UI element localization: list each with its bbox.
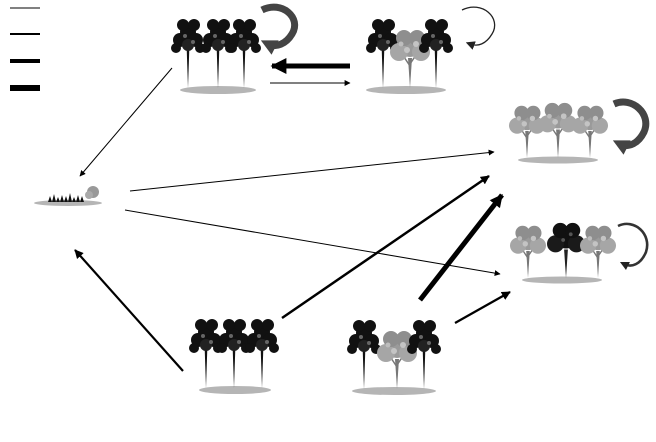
arrow-dark-mixed-to-open bbox=[74, 249, 184, 372]
arrow-open-to-grey-broadleaf bbox=[129, 149, 495, 192]
self-loop-light-icon bbox=[461, 6, 496, 50]
arrow-dark-pine-to-open bbox=[79, 67, 173, 177]
legend bbox=[10, 7, 40, 91]
node-mixed-conifer-broadleaf bbox=[366, 6, 496, 94]
self-loop-heavy-icon bbox=[612, 98, 650, 155]
self-loop-heavy-icon bbox=[260, 3, 299, 55]
node-dark-grey-mix-stand bbox=[347, 320, 441, 395]
arrow-open-to-broadleaf-dark bbox=[124, 209, 501, 277]
node-grey-broadleaf-stand bbox=[508, 98, 650, 164]
transition-arrows bbox=[74, 58, 511, 372]
self-loop-medium-icon bbox=[617, 222, 649, 271]
arrow-dark-mixed-to-grey-broadleaf bbox=[281, 174, 490, 320]
node-broadleaf-with-dark-tree bbox=[509, 222, 649, 284]
node-open-regeneration bbox=[34, 186, 102, 206]
node-dark-mixed-stand bbox=[189, 319, 279, 394]
node-dark-pine-stand bbox=[171, 3, 299, 94]
arrow-dark-grey-mix-to-broadleaf-dark bbox=[454, 291, 511, 324]
arrow-dark-grey-mix-to-grey-broadleaf bbox=[418, 193, 504, 302]
